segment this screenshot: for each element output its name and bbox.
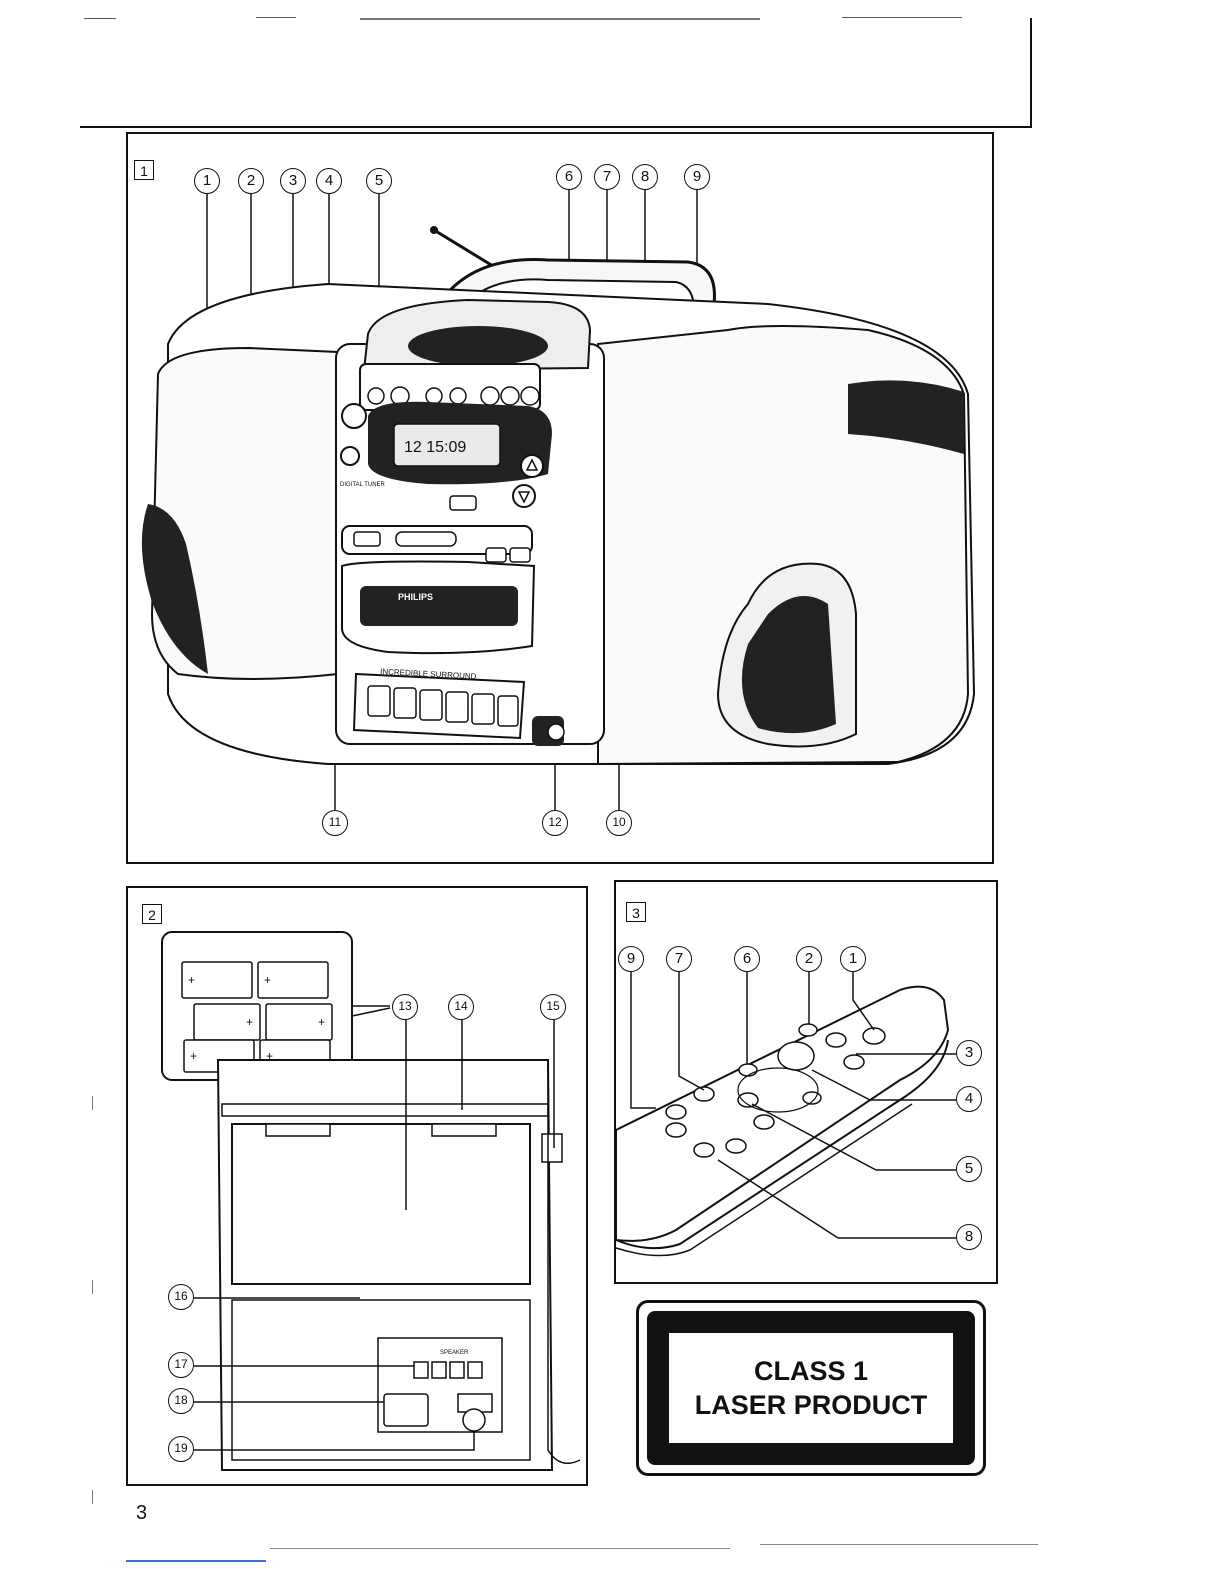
callout-19: 19 — [168, 1436, 194, 1462]
callout-9: 9 — [618, 946, 644, 972]
laser-label-inner: CLASS 1 LASER PRODUCT — [669, 1333, 953, 1443]
callout-8: 8 — [956, 1224, 982, 1250]
callout-18: 18 — [168, 1388, 194, 1414]
callout-3: 3 — [956, 1040, 982, 1066]
scan-mark — [256, 17, 296, 18]
laser-label-border: CLASS 1 LASER PRODUCT — [647, 1311, 975, 1465]
callout-6: 6 — [734, 946, 760, 972]
callout-15: 15 — [540, 994, 566, 1020]
figure-3-panel: 3 — [614, 880, 998, 1284]
laser-product-text: LASER PRODUCT — [695, 1388, 928, 1422]
margin-mark — [92, 1096, 93, 1110]
tuner-label: DIGITAL TUNER — [340, 482, 386, 488]
scan-mark — [126, 1560, 266, 1562]
scan-mark — [360, 18, 760, 20]
laser-warning-label: CLASS 1 LASER PRODUCT — [636, 1300, 986, 1476]
callout-5: 5 — [956, 1156, 982, 1182]
callout-16: 16 — [168, 1284, 194, 1310]
laser-class-text: CLASS 1 — [754, 1354, 868, 1388]
scan-mark — [760, 1544, 1038, 1545]
page-number: 3 — [136, 1502, 147, 1525]
callout-17: 17 — [168, 1352, 194, 1378]
figure-number: 3 — [626, 902, 646, 922]
brand-label: PHILIPS — [398, 592, 433, 602]
callout-14: 14 — [448, 994, 474, 1020]
scan-mark — [270, 1548, 730, 1549]
figure-1-panel: 1 1 2 3 4 5 6 7 8 9 11 12 10 — [126, 132, 994, 864]
margin-mark — [92, 1490, 93, 1504]
callout-7: 7 — [666, 946, 692, 972]
figure-2-panel: 2 — [126, 886, 588, 1486]
callout-4: 4 — [956, 1086, 982, 1112]
header-right-edge — [1030, 18, 1032, 126]
battery-spec-label: 6 x D-cells - R20 - UM1 — [190, 940, 307, 952]
display-readout: 12 15:09 — [404, 439, 466, 456]
margin-mark — [92, 1280, 93, 1294]
figure-number: 2 — [142, 904, 162, 924]
callout-13: 13 — [392, 994, 418, 1020]
boombox-illustration: PHILIPS 12 15:09 INCREDIBLE SURROUND DIG… — [128, 134, 996, 866]
header-rule — [80, 126, 1032, 128]
callout-2: 2 — [796, 946, 822, 972]
scan-mark — [84, 18, 116, 19]
callout-1: 1 — [840, 946, 866, 972]
scan-mark — [842, 17, 962, 18]
